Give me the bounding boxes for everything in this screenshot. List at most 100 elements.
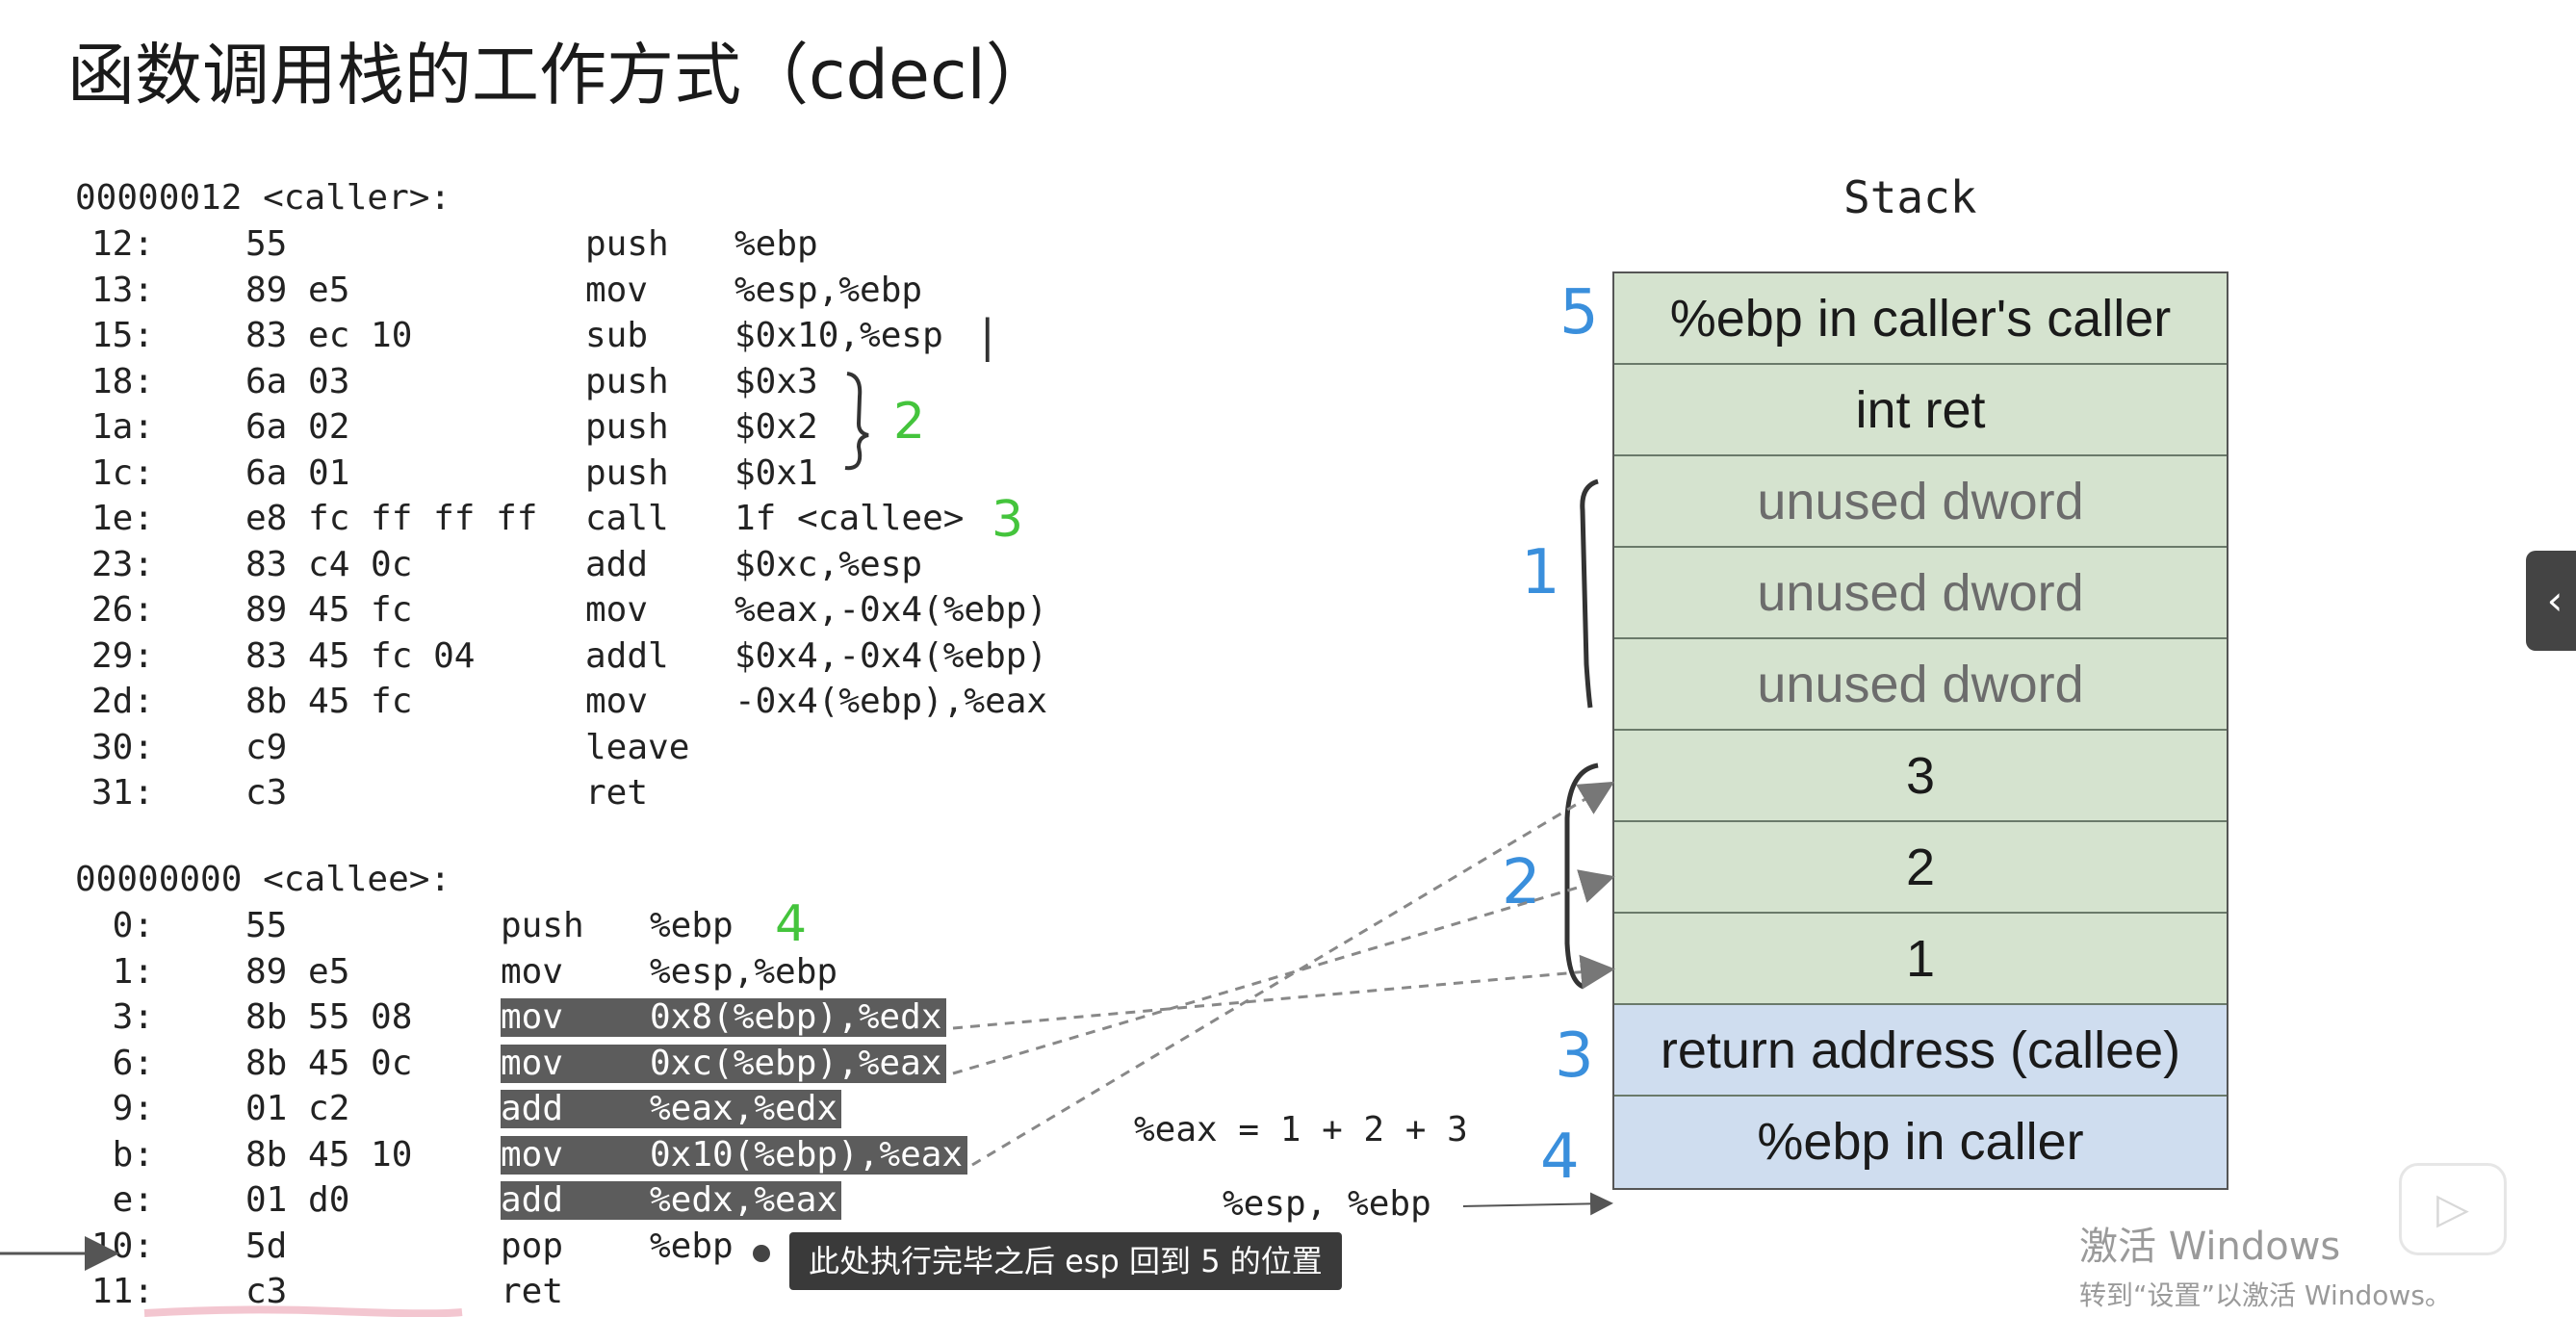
asm-bytes: c3 [245, 773, 288, 813]
asm-opcode: mov [501, 997, 564, 1037]
highlight-bar [501, 1181, 842, 1220]
highlight-bar [501, 1135, 967, 1175]
asm-address: 11: [90, 1272, 154, 1311]
asm-bytes: 01 d0 [245, 1180, 350, 1220]
hand-mark-1: | [980, 310, 995, 362]
asm-bytes: 6a 03 [245, 361, 350, 401]
stack-cell: unused dword [1614, 639, 2227, 731]
esp-ebp-label: %esp, %ebp [1223, 1184, 1431, 1224]
asm-bytes: 83 ec 10 [245, 316, 413, 355]
asm-operands: %ebp [734, 224, 818, 264]
page-title: 函数调用栈的工作方式（cdecl） [67, 36, 1053, 115]
asm-operands: $0x10,%esp [734, 316, 943, 355]
hand-green-3: 3 [992, 491, 1024, 549]
asm-opcode: sub [585, 316, 649, 355]
asm-bytes: 83 45 fc 04 [245, 635, 476, 676]
asm-operands: $0x4,-0x4(%ebp) [734, 635, 1048, 676]
asm-opcode: mov [585, 270, 649, 310]
watermark-line-2: 转到“设置”以激活 Windows。 [2079, 1279, 2452, 1311]
arrow-esp-ebp [1462, 1192, 1613, 1216]
stack-cell: %ebp in caller [1614, 1097, 2227, 1188]
asm-operands: %eax,%edx [650, 1089, 838, 1128]
asm-address: 30: [90, 727, 154, 767]
asm-operands: %ebp [650, 906, 734, 945]
asm-opcode: push [585, 452, 669, 493]
play-icon[interactable]: ▷ [2399, 1163, 2507, 1255]
hand-number-1: 1 [1521, 537, 1560, 608]
asm-address: 1: [112, 951, 154, 992]
asm-address: 1c: [90, 452, 154, 493]
asm-bytes: c9 [245, 727, 288, 767]
asm-bytes: 6a 01 [245, 452, 350, 493]
asm-address: 2d: [90, 682, 154, 721]
asm-address: e: [112, 1180, 154, 1220]
asm-address: 18: [90, 361, 154, 401]
asm-operands: 1f <callee> [734, 499, 965, 538]
callee-label: 00000000 <callee>: [75, 860, 451, 899]
asm-bytes: 8b 45 10 [245, 1134, 413, 1175]
stack-cell: unused dword [1614, 456, 2227, 548]
asm-bytes: 8b 45 0c [245, 1043, 413, 1083]
asm-opcode: ret [585, 773, 649, 813]
asm-operands: %esp,%ebp [734, 270, 923, 310]
asm-bytes: 6a 02 [245, 407, 350, 447]
asm-bytes: 8b 45 fc [245, 682, 413, 721]
eax-equation: %eax = 1 + 2 + 3 [1134, 1110, 1468, 1149]
stack-cell: return address (callee) [1614, 1005, 2227, 1097]
highlight-bar [501, 998, 946, 1037]
unused-bracket [1580, 478, 1599, 709]
asm-bytes: 01 c2 [245, 1089, 350, 1128]
asm-opcode: add [585, 544, 649, 584]
asm-opcode: mov [501, 951, 564, 992]
asm-address: 31: [90, 773, 154, 813]
chevron-left-icon[interactable]: ‹ [2526, 551, 2576, 651]
stack-cell: unused dword [1614, 548, 2227, 639]
asm-opcode: push [585, 407, 669, 447]
asm-address: 23: [90, 544, 154, 584]
asm-opcode: add [501, 1089, 564, 1128]
asm-operands: 0x8(%ebp),%edx [650, 997, 942, 1037]
push-brace [844, 372, 869, 471]
stack-cell: 1 [1614, 914, 2227, 1005]
stack-cell: int ret [1614, 365, 2227, 456]
asm-address: 1e: [90, 499, 154, 538]
asm-line: 31: c3 ret [0, 770, 1059, 816]
asm-bytes: 5d [245, 1226, 288, 1266]
asm-operands: %ebp [650, 1226, 734, 1266]
asm-operands: $0x3 [734, 361, 818, 401]
hand-number-4: 4 [1540, 1122, 1580, 1193]
asm-opcode: ret [501, 1272, 564, 1311]
asm-address: 0: [112, 906, 154, 945]
asm-operands: -0x4(%ebp),%eax [734, 682, 1048, 721]
stack-cell: 3 [1614, 731, 2227, 822]
stack-title: Stack [1843, 171, 1977, 223]
asm-operands: 0xc(%ebp),%eax [650, 1043, 942, 1083]
windows-activation-watermark: 激活 Windows 转到“设置”以激活 Windows。 [2079, 1215, 2452, 1313]
asm-bytes: 8b 55 08 [245, 997, 413, 1037]
arrow-edx-to-1 [952, 954, 1615, 1030]
asm-address: 13: [90, 270, 154, 310]
asm-address: 9: [112, 1089, 154, 1128]
asm-bytes: e8 fc ff ff ff [245, 499, 538, 538]
highlight-bar [501, 1090, 842, 1128]
arrow-eax-to-2 [952, 869, 1615, 1075]
hand-number-2: 2 [1502, 847, 1541, 918]
highlight-bar [501, 1044, 946, 1083]
asm-address: 15: [90, 316, 154, 355]
asm-bytes: 55 [245, 906, 288, 945]
stack-cell: %ebp in caller's caller [1614, 273, 2227, 365]
asm-line: 15: 83 ec 10 sub $0x10,%esp [0, 313, 1059, 359]
hand-green-2: 2 [893, 393, 926, 451]
asm-operands: %eax,-0x4(%ebp) [734, 590, 1048, 630]
